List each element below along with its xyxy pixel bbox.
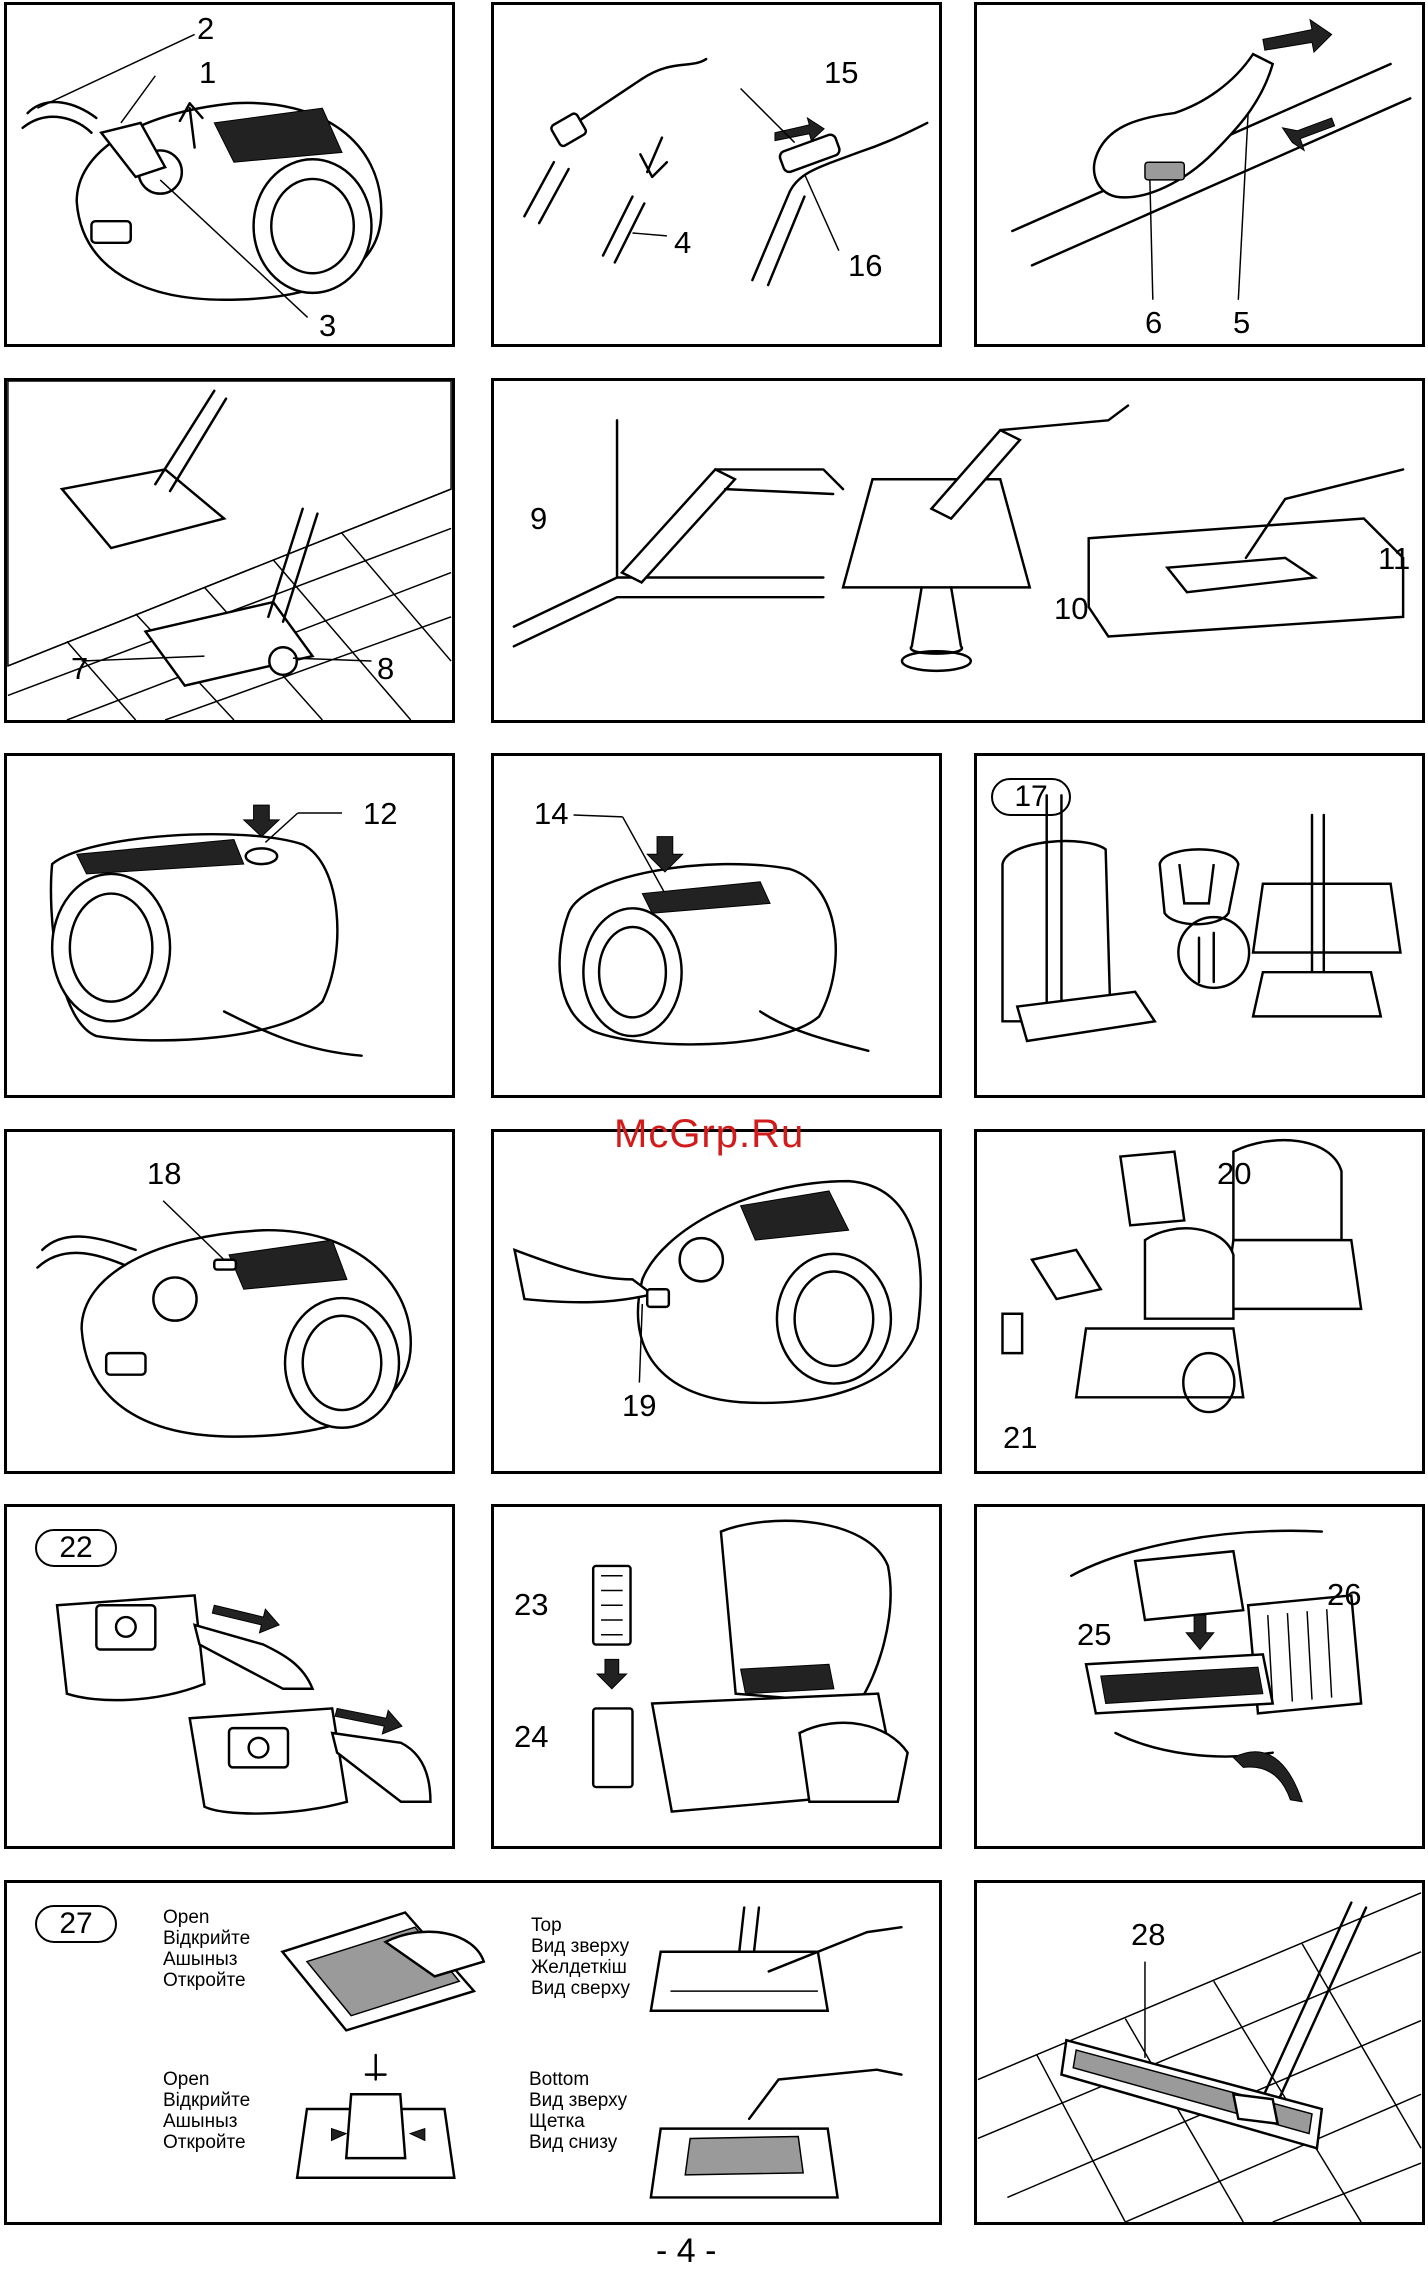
- illustration-open-vacuum-bag-holder: [977, 1132, 1422, 1471]
- illustration-hand-opening-cover: [494, 1132, 939, 1471]
- label-11: 11: [1378, 543, 1410, 574]
- illustration-crevice-brush-upholstery: [494, 381, 1422, 720]
- label-24: 24: [514, 1721, 548, 1752]
- label-21: 21: [1003, 1422, 1037, 1453]
- label-6: 6: [1145, 307, 1162, 338]
- label-4: 4: [674, 227, 691, 258]
- label-19: 19: [622, 1390, 656, 1421]
- panel-dust-bag-removal: 22: [4, 1504, 455, 1849]
- illustration-dust-bags: [7, 1507, 452, 1846]
- panel-parquet-nozzle: 28: [974, 1880, 1425, 2225]
- label-16: 16: [848, 250, 882, 281]
- label-12: 12: [363, 798, 397, 829]
- illustration-vacuum-cleaner: [7, 5, 452, 344]
- label-9: 9: [530, 503, 547, 534]
- panel-power-button: 14: [491, 753, 942, 1098]
- panel-exhaust-filter: 26 25: [974, 1504, 1425, 1849]
- label-18: 18: [147, 1158, 181, 1189]
- panel-suction-regulator: 6 5: [974, 2, 1425, 347]
- panel-tube-parking: 17: [974, 753, 1425, 1098]
- label-28: 28: [1131, 1919, 1165, 1950]
- label-10: 10: [1054, 593, 1088, 624]
- panel-dust-indicator: 18: [4, 1129, 455, 1474]
- panel-motor-filter: 23 24: [491, 1504, 942, 1849]
- label-2: 2: [197, 13, 214, 44]
- panel-cover-release: 19: [491, 1129, 942, 1474]
- illustration-turbo-brush-views: [7, 1883, 939, 2222]
- label-1: 1: [199, 57, 216, 88]
- label-20: 20: [1217, 1158, 1251, 1189]
- label-7: 7: [71, 653, 88, 684]
- panel-tube-assembly: 15 4 16: [491, 2, 942, 347]
- panel-turbo-brush-maintenance: 27 Open Відкрийте Ашыныз Откройте Top Ви…: [4, 1880, 942, 2225]
- illustration-exhaust-filter-insertion: [977, 1507, 1422, 1846]
- illustration-filter-replacement: [494, 1507, 939, 1846]
- illustration-telescopic-tube: [494, 5, 939, 344]
- label-5: 5: [1233, 307, 1250, 338]
- label-15: 15: [824, 57, 858, 88]
- label-25: 25: [1077, 1619, 1111, 1650]
- panel-accessory-tools: 9 10 11: [491, 378, 1425, 723]
- illustration-floor-brush: [977, 1883, 1422, 2222]
- panel-cord-rewind: 12: [4, 753, 455, 1098]
- page-number: - 4 -: [656, 2232, 716, 2271]
- label-14: 14: [534, 798, 568, 829]
- watermark: McGrp.Ru: [614, 1112, 804, 1157]
- panel-bag-holder: 20 21: [974, 1129, 1425, 1474]
- label-23: 23: [514, 1589, 548, 1620]
- illustration-vacuum-side: [7, 1132, 452, 1471]
- panel-floor-nozzle: 7 8: [4, 378, 455, 723]
- panel-vacuum-hose-connection: 2 1 3: [4, 2, 455, 347]
- label-8: 8: [377, 653, 394, 684]
- illustration-parking-positions: [977, 756, 1422, 1095]
- illustration-hand-on-handle: [977, 5, 1422, 344]
- label-26: 26: [1327, 1579, 1361, 1610]
- label-3: 3: [319, 310, 336, 341]
